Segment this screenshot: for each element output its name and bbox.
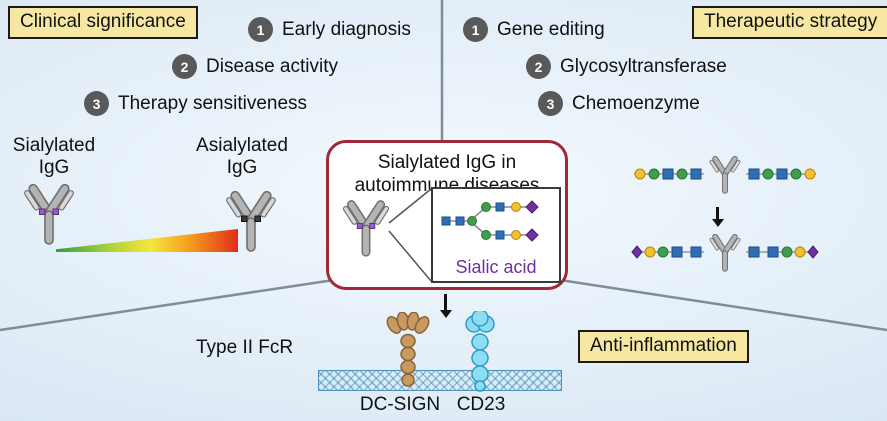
asialylated-igg-label: Asialylated IgG	[196, 135, 288, 179]
clinical-item-2-label: Disease activity	[206, 55, 338, 77]
center-card: Sialylated IgG in autoimmune diseases	[326, 140, 568, 290]
cell-membrane	[318, 370, 562, 391]
clinical-item-3: 3 Therapy sensitiveness	[84, 91, 307, 116]
clinical-item-1-label: Early diagnosis	[282, 18, 411, 40]
clinical-item-2: 2 Disease activity	[172, 54, 338, 79]
therapeutic-item-2: 2 Glycosyltransferase	[526, 54, 727, 79]
antibody-icon	[341, 199, 391, 257]
asialylated-antibody-icon	[224, 190, 278, 252]
cd23-label: CD23	[456, 394, 506, 415]
number-badge: 2	[526, 54, 551, 79]
therapeutic-item-3-label: Chemoenzyme	[572, 92, 700, 114]
sialylated-glycan-antibody-icon	[631, 232, 819, 272]
therapeutic-item-3: 3 Chemoenzyme	[538, 91, 700, 116]
number-badge: 2	[172, 54, 197, 79]
dc-sign-receptor-icon	[386, 312, 430, 387]
sialylated-antibody-icon	[22, 183, 76, 245]
sialylated-igg-label: Sialylated IgG	[12, 135, 96, 179]
number-badge: 1	[463, 17, 488, 42]
therapeutic-strategy-tag: Therapeutic strategy	[692, 6, 887, 39]
therapeutic-item-1-label: Gene editing	[497, 18, 605, 40]
down-arrow-icon	[439, 294, 452, 318]
number-badge: 3	[84, 91, 109, 116]
number-badge: 3	[538, 91, 563, 116]
type2-fcr-label: Type II FcR	[196, 337, 294, 358]
dc-sign-label: DC-SIGN	[359, 394, 441, 415]
clinical-significance-tag: Clinical significance	[8, 6, 198, 39]
cd23-receptor-icon	[465, 311, 495, 392]
zoom-wedge-lines	[388, 188, 432, 282]
zoom-callout: Sialic acid	[431, 187, 561, 283]
clinical-item-3-label: Therapy sensitiveness	[118, 92, 308, 114]
glycan-tree-icon	[441, 200, 539, 242]
therapeutic-item-2-label: Glycosyltransferase	[560, 55, 727, 77]
therapeutic-item-1: 1 Gene editing	[463, 17, 605, 42]
severity-gradient-triangle	[56, 229, 238, 252]
number-badge: 1	[248, 17, 273, 42]
clinical-item-1: 1 Early diagnosis	[248, 17, 411, 42]
asialylated-glycan-antibody-icon	[634, 154, 816, 194]
anti-inflammation-tag: Anti-inflammation	[578, 330, 749, 363]
sialic-acid-label: Sialic acid	[455, 257, 537, 277]
conversion-arrow-icon	[711, 207, 724, 227]
